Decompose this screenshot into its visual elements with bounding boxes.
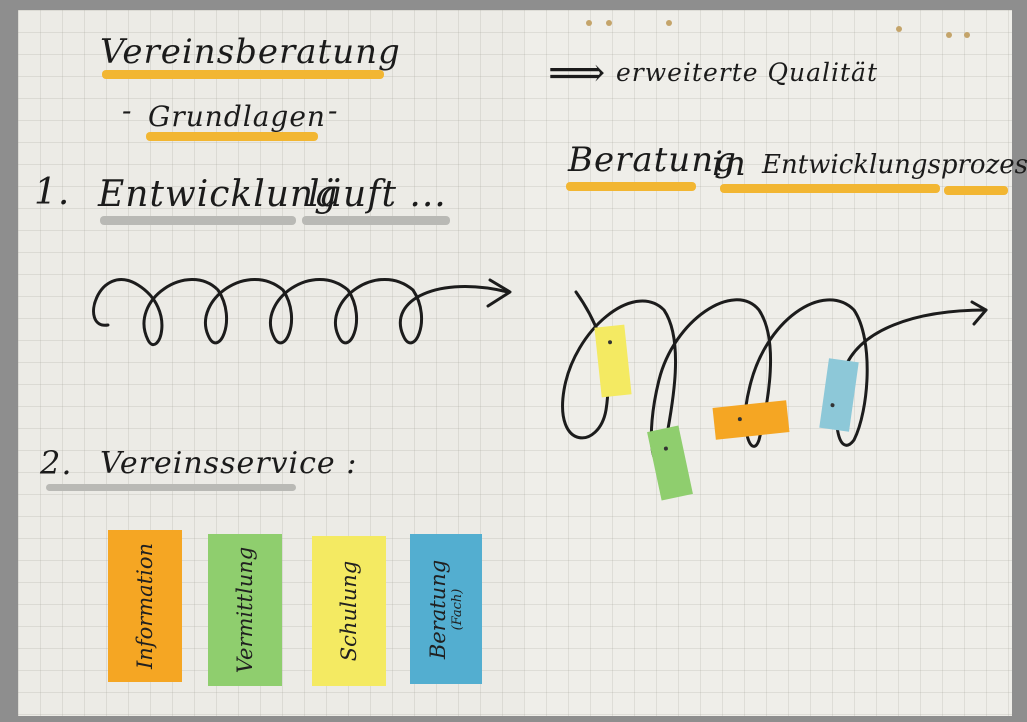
pin xyxy=(830,402,835,408)
card-vermittlung: Vermittlung xyxy=(208,534,282,686)
pin xyxy=(737,416,743,422)
subtitle-dash-left: - xyxy=(122,94,133,127)
card-beratung-label: Beratung xyxy=(426,559,451,659)
right-flipchart-sheet: ⟹ erweiterte Qualität Beratung in Entwic… xyxy=(524,10,1027,716)
title-word-1-highlight xyxy=(566,182,696,191)
card-information: Information xyxy=(108,530,182,682)
card-beratung-sublabel: (Fach) xyxy=(450,588,466,630)
point-2-highlight xyxy=(46,484,296,491)
double-arrow-icon: ⟹ xyxy=(548,50,607,96)
card-schulung-label: Schulung xyxy=(337,560,361,662)
paper-hole xyxy=(666,20,672,26)
right-title-word-1: Beratung xyxy=(568,140,737,180)
point-2-text: Vereinsservice : xyxy=(100,446,358,481)
pin xyxy=(663,446,669,451)
point-1-word-1: Entwicklung xyxy=(98,174,339,215)
right-heading: erweiterte Qualität xyxy=(616,58,879,87)
right-title-word-3: Entwicklungsprozessen xyxy=(762,150,1027,180)
paper-hole xyxy=(896,26,902,32)
card-beratung: Beratung (Fach) xyxy=(410,534,482,684)
point-1-highlight-2 xyxy=(302,216,450,225)
point-1-word-2: läuft ... xyxy=(308,174,447,215)
spiral-drawing-left xyxy=(92,277,512,347)
title-word-3-highlight xyxy=(720,184,940,193)
title-highlight xyxy=(102,70,384,79)
pin xyxy=(607,340,613,345)
card-vermittlung-label: Vermittlung xyxy=(233,546,258,674)
subtitle-highlight xyxy=(146,132,318,141)
paper-hole xyxy=(946,32,952,38)
sheet-subtitle: Grundlagen xyxy=(148,100,326,133)
point-2-number: 2. xyxy=(40,444,73,482)
card-schulung: Schulung xyxy=(312,536,386,686)
paper-hole xyxy=(586,20,592,26)
paper-hole xyxy=(606,20,612,26)
right-title-word-2: in xyxy=(712,144,747,184)
left-flipchart-sheet: Vereinsberatung - Grundlagen - 1. Entwic… xyxy=(18,10,524,716)
subtitle-dash-right: - xyxy=(328,94,339,127)
title-word-3-highlight-2 xyxy=(944,186,1008,195)
paper-hole xyxy=(964,32,970,38)
point-1-highlight xyxy=(100,216,296,225)
sheet-title: Vereinsberatung xyxy=(100,32,401,72)
spiral-drawing-right xyxy=(561,290,988,462)
point-1-number: 1. xyxy=(34,172,71,213)
card-beratung-text: Beratung (Fach) xyxy=(427,559,466,658)
card-information-label: Information xyxy=(133,542,157,670)
